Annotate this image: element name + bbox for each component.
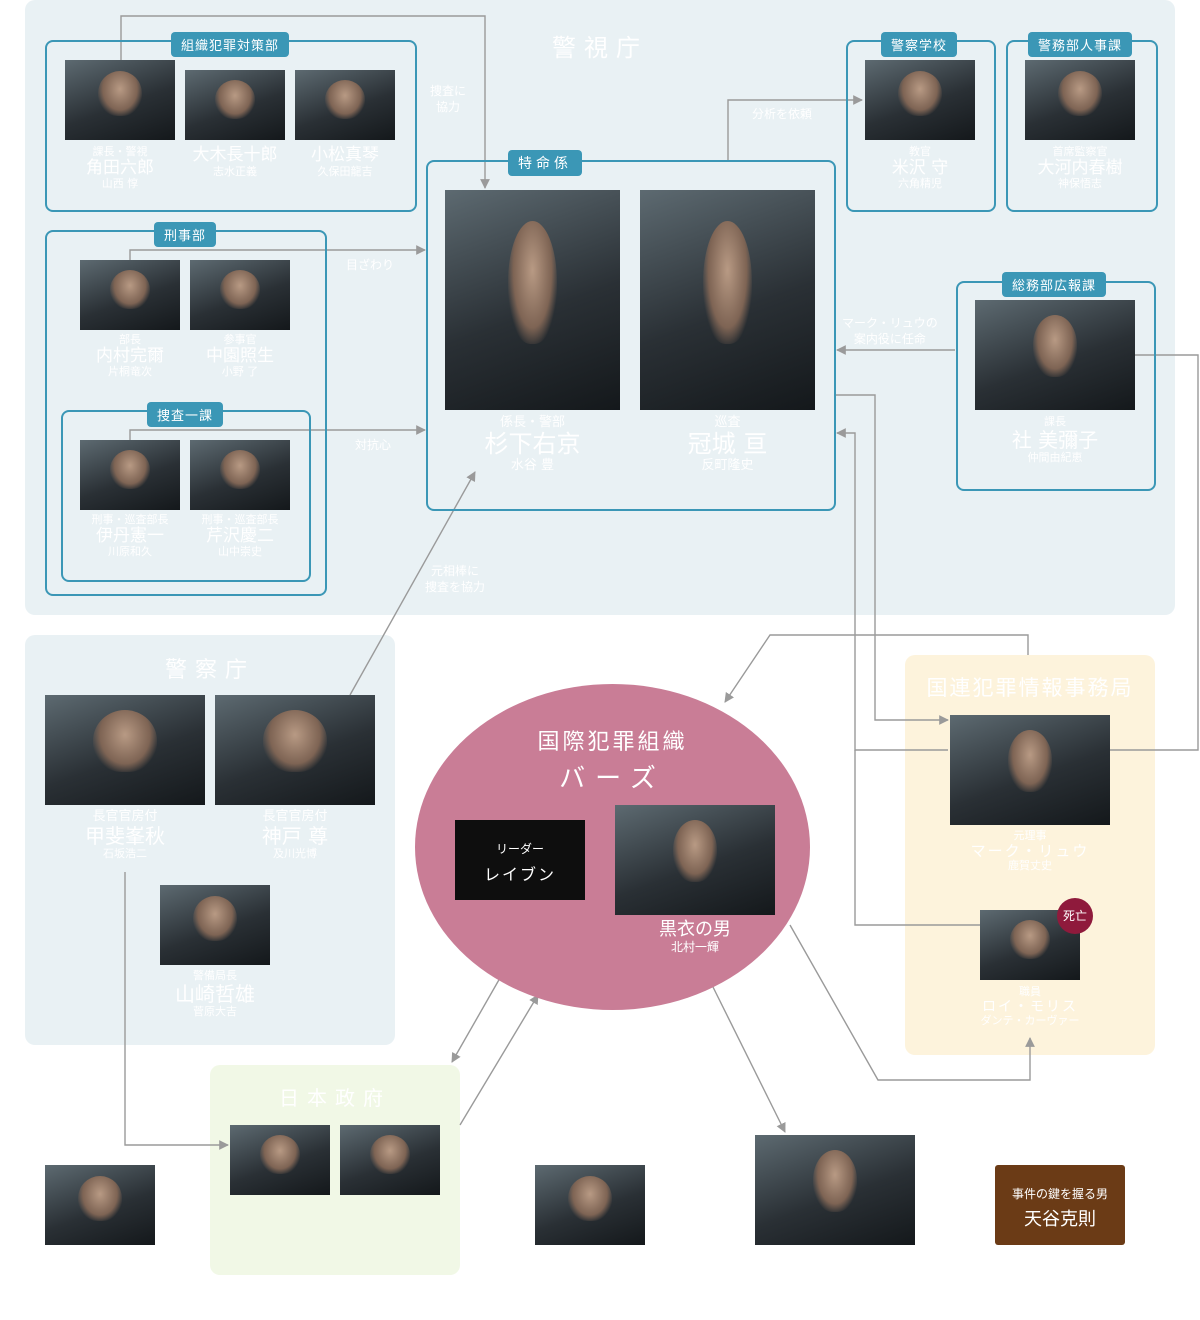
photo-kai [45,695,205,805]
photo-yashiro [975,300,1135,410]
leader-card: リーダー レイブン [455,820,585,900]
photo-bottom-girl [755,1135,915,1245]
photo-bottom-woman [45,1165,155,1245]
label-itami: 刑事・巡査部長 伊丹憲一 川原和久 [91,513,169,559]
label-roy: 職員 ロイ・モリス ダンテ・カーヴァー [980,985,1080,1027]
photo-serizawa [190,440,290,510]
photo-kanbe [215,695,375,805]
label-uchimura: 部長 内村完爾 片桐竜次 [96,333,164,379]
photo-kokui [615,805,775,915]
note-kyoryoku: 捜査に 協力 [430,84,467,114]
photo-ooki [185,70,285,140]
un-title: 国連犯罪情報事務局 [926,676,1134,700]
photo-nakazono [190,260,290,330]
note-anai: マーク・リュウの 案内役に任命 [842,316,938,346]
label-yashiro: 課長 社 美彌子 仲間由紀恵 [1011,415,1099,464]
leader-name: レイブン [483,865,556,884]
soshiki-tag: 組織犯罪対策部 [170,32,290,57]
photo-yamazaki [160,885,270,965]
label-mark: 元理事 マーク・リュウ 鹿賀丈史 [970,829,1090,872]
photo-komatsu [295,70,395,140]
birds-title2: バーズ [559,764,666,794]
label-yamazaki: 警備局長 山崎哲雄 菅原大吉 [175,969,255,1018]
keiji-tag: 刑事部 [153,222,217,247]
photo-gov-2 [340,1125,440,1195]
label-nakazono: 参事官 中園照生 小野 了 [206,333,274,379]
mpd-title: 警視庁 [552,34,648,62]
label-kakuta: 課長・警視 角田六郎 山西 惇 [86,145,154,191]
tokumei-tag: 特命係 [508,150,582,176]
key-man-line1: 事件の鍵を握る男 [1011,1187,1108,1201]
sousa-tag: 捜査一課 [146,402,224,427]
note-bunseki: 分析を依頼 [752,107,813,121]
key-man-card: 事件の鍵を握る男 天谷克則 [995,1165,1125,1245]
label-kai: 長官官房付 甲斐峯秋 石坂浩二 [85,809,165,860]
leader-role: リーダー [495,842,544,856]
photo-gov-1 [230,1125,330,1195]
photo-uchimura [80,260,180,330]
key-man-line2: 天谷克則 [1024,1209,1096,1230]
tokumei-group [426,160,836,511]
photo-okochi [1025,60,1135,140]
label-okochi: 首席監察官 大河内春樹 神保悟志 [1037,145,1123,191]
label-serizawa: 刑事・巡査部長 芹沢慶二 山中崇史 [201,513,279,559]
birds-title1: 国際犯罪組織 [537,730,688,755]
label-komatsu: 小松真琴 久保田龍吉 [311,145,379,178]
gakko-tag: 警察学校 [880,32,958,57]
note-taikoshin: 対抗心 [355,438,392,452]
photo-itami [80,440,180,510]
label-ooki: 大木長十郎 志水正義 [192,145,278,178]
npa-title: 警察庁 [164,658,255,683]
koho-tag: 総務部広報課 [1001,272,1107,297]
photo-bottom-oldman [535,1165,645,1245]
dead-badge: 死亡 [1057,898,1093,934]
note-motoaibo: 元相棒に 捜査を協力 [425,564,486,594]
label-yonezawa: 教官 米沢 守 六角精児 [891,145,949,191]
label-kaburagi: 巡査 冠城 亘 反町隆史 [687,415,768,473]
gov-title: 日本政府 [279,1086,391,1110]
label-kokui: 黒衣の男 北村一輝 [659,919,731,954]
photo-kaburagi [640,190,815,410]
photo-mark [950,715,1110,825]
label-kanbe: 長官官房付 神戸 尊 及川光博 [261,809,329,860]
label-sugishita: 係長・警部 杉下右京 水谷 豊 [484,415,581,473]
note-mezawari: 目ざわり [346,258,395,272]
photo-sugishita [445,190,620,410]
photo-kakuta [65,60,175,140]
photo-yonezawa [865,60,975,140]
jinji-tag: 警務部人事課 [1027,32,1133,57]
